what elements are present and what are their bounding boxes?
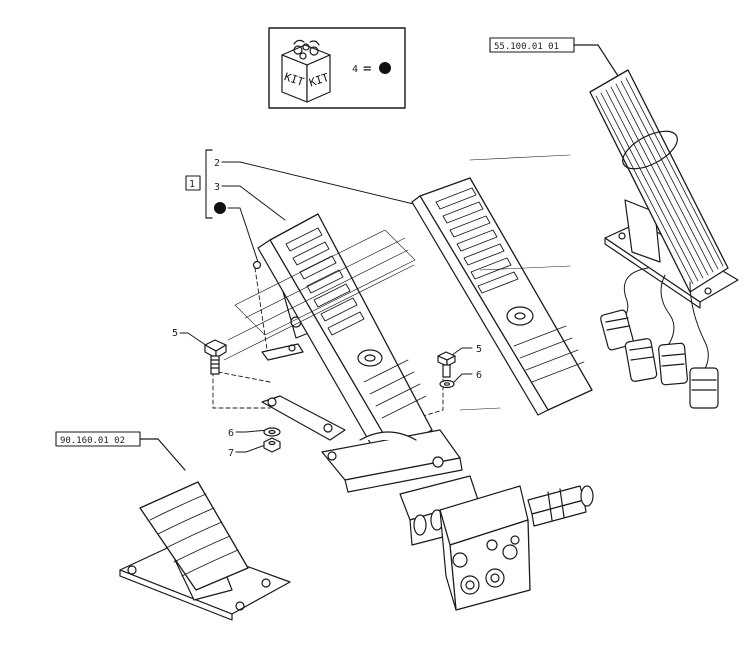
group-bracket: 1 2 3 bbox=[185, 149, 431, 263]
callout-3: 3 bbox=[214, 182, 220, 193]
bolt-left bbox=[204, 339, 227, 375]
callout-7: 7 bbox=[228, 448, 234, 459]
pedal-ref-label: 90.160.01 02 bbox=[55, 431, 186, 471]
callout-2: 2 bbox=[214, 158, 220, 169]
bolt-right bbox=[437, 351, 456, 378]
left-pedal-boss bbox=[357, 349, 383, 367]
connector-3 bbox=[658, 342, 688, 386]
callout-5-right: 5 bbox=[476, 344, 482, 355]
callout-5-left: 5 bbox=[172, 328, 178, 339]
kit-equals-sign: = bbox=[363, 61, 371, 77]
right-pedal-ribs bbox=[513, 325, 585, 383]
connector-1 bbox=[600, 309, 634, 351]
accelerator-ref-text: 55.100.01 01 bbox=[494, 42, 559, 52]
kit-legend: KIT KIT 4 = bbox=[268, 27, 406, 109]
kit-item-number: 4 bbox=[352, 64, 358, 75]
connector-4 bbox=[689, 367, 719, 409]
washer-right bbox=[439, 379, 455, 389]
annotation-arrows bbox=[223, 154, 571, 411]
brake-pedal-right bbox=[411, 177, 593, 416]
right-pedal-slots bbox=[435, 187, 519, 294]
brake-pedal-left bbox=[257, 213, 433, 461]
group-label-box bbox=[185, 175, 201, 191]
kit-marker-dot bbox=[214, 202, 226, 214]
brake-valve bbox=[321, 429, 594, 611]
left-pedal-slots bbox=[285, 227, 365, 336]
pedal-ref-text: 90.160.01 02 bbox=[60, 436, 125, 446]
washer-left bbox=[263, 427, 281, 437]
assembly-dashed-lines bbox=[212, 267, 444, 421]
kit-dot-marker bbox=[379, 62, 391, 74]
accelerator-ribs bbox=[595, 77, 724, 285]
nut-left bbox=[263, 437, 281, 453]
kit-label-1: KIT bbox=[283, 70, 306, 89]
small-pedal bbox=[119, 481, 291, 621]
left-pedal-ribs bbox=[363, 359, 427, 419]
connector-2 bbox=[624, 338, 658, 382]
accelerator-pedal bbox=[589, 69, 739, 409]
callout-6-right: 6 bbox=[476, 370, 482, 381]
right-pedal-boss bbox=[506, 306, 534, 326]
kit-label-2: KIT bbox=[308, 71, 331, 90]
group-label-text: 1 bbox=[189, 179, 195, 190]
small-pedal-ribs bbox=[149, 493, 239, 577]
snap-ring bbox=[252, 260, 262, 270]
callout-6-left: 6 bbox=[228, 428, 234, 439]
small-parts-callouts: 5 6 7 5 6 bbox=[172, 328, 482, 459]
kit-box-icon bbox=[281, 39, 331, 103]
